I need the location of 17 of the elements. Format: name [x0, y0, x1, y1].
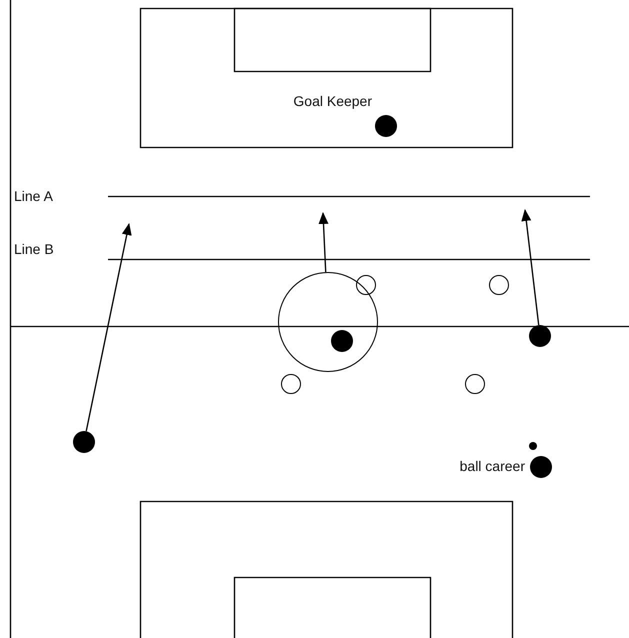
line-label: Line A: [14, 188, 53, 204]
player-label: ball career: [460, 458, 525, 474]
line-label: Line B: [14, 241, 54, 257]
player-marker: [331, 330, 353, 352]
opponent-marker: [489, 275, 509, 295]
player-marker: [73, 431, 95, 453]
player-marker: [529, 325, 551, 347]
movement-arrow: [86, 223, 132, 432]
opponent-marker: [465, 374, 485, 394]
player-label: Goal Keeper: [293, 93, 372, 109]
opponent-marker: [281, 374, 301, 394]
zone-circle: [278, 272, 378, 372]
movement-arrow: [521, 209, 540, 326]
movement-arrow: [318, 212, 328, 272]
ball-marker: [529, 442, 537, 450]
player-marker: [375, 115, 397, 137]
player-marker: [530, 456, 552, 478]
